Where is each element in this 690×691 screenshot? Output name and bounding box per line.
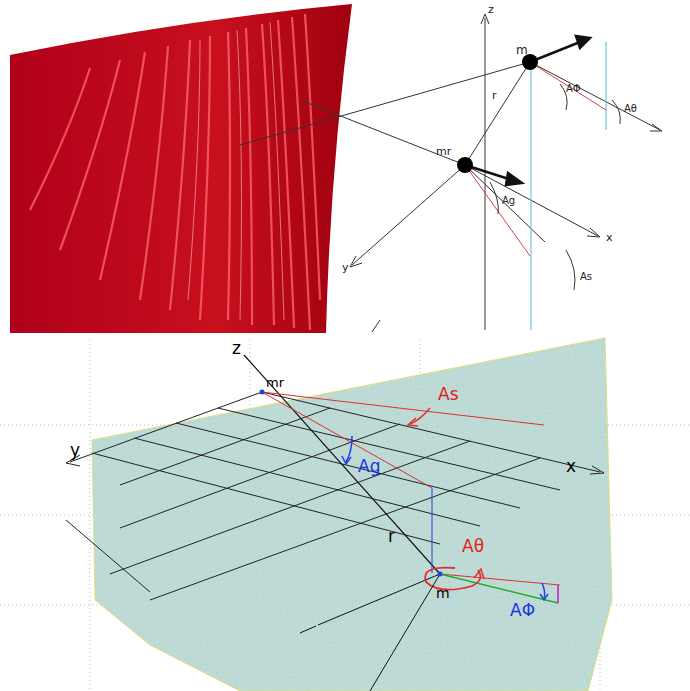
axis-label: y xyxy=(342,262,349,273)
axis-label: x xyxy=(606,232,613,243)
axis-label: As xyxy=(438,386,459,403)
blue-surface xyxy=(92,338,612,691)
axis-label: r xyxy=(388,528,395,545)
surface-ridges xyxy=(30,14,320,330)
axes-top xyxy=(240,14,662,332)
axis-label: z xyxy=(488,4,494,15)
axis-label: r xyxy=(492,90,497,101)
axis-label: y xyxy=(70,442,80,459)
red-surface xyxy=(10,4,352,333)
axis-label: x xyxy=(566,458,576,475)
axis-label: As xyxy=(580,272,592,282)
axis-label: AΦ xyxy=(566,84,581,94)
axis-label: Aθ xyxy=(462,538,484,555)
mass-dot xyxy=(522,54,538,70)
mass-dot xyxy=(457,157,473,173)
axis-label: Ag xyxy=(502,196,515,206)
axis-label: m xyxy=(436,586,450,600)
axis-label: z xyxy=(232,340,241,357)
reference-grid xyxy=(66,392,600,600)
axis-label: mr xyxy=(266,376,284,389)
axis-label: m xyxy=(516,44,528,56)
axis-label: Aθ xyxy=(624,104,637,114)
axis-label: AΦ xyxy=(510,602,535,619)
axis-label: Ag xyxy=(358,458,380,475)
axis-label: mr xyxy=(436,146,451,157)
